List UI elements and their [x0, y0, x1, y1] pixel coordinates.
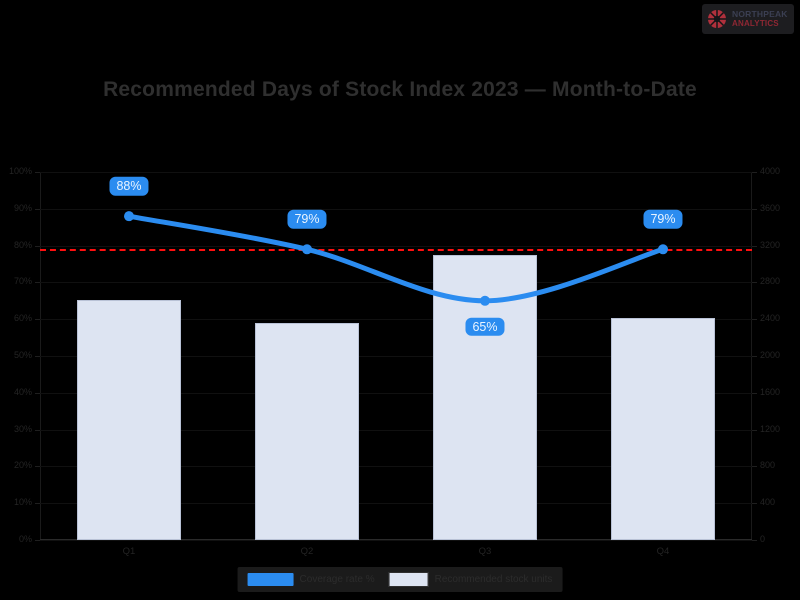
x-tick-label: Q1	[122, 546, 136, 557]
axis-tick	[752, 172, 757, 173]
chart-legend: Coverage rate % Recommended stock units	[237, 567, 563, 592]
axis-tick	[35, 540, 40, 541]
gridline	[40, 172, 752, 173]
legend-item-bar[interactable]: Recommended stock units	[388, 572, 553, 587]
gridline	[40, 540, 752, 541]
y-tick-label-right: 3200	[760, 239, 781, 250]
y-tick-label-right: 4000	[760, 166, 781, 176]
y-tick-label-right: 2400	[760, 313, 781, 324]
axis-tick	[752, 245, 757, 247]
y-tick-label-right: 1200	[760, 423, 781, 434]
axis-tick	[35, 429, 40, 431]
y-tick-label-left: 90%	[13, 202, 32, 213]
y-tick-label-right: 2800	[760, 276, 781, 287]
x-tick-label: Q3	[478, 546, 492, 557]
gridline	[40, 208, 752, 210]
y-tick-label-right: 1600	[760, 386, 781, 397]
gridline	[40, 503, 752, 505]
y-tick-label-left: 50%	[13, 350, 32, 360]
axis-tick	[752, 429, 757, 431]
gridline	[40, 392, 752, 394]
axis-tick	[35, 466, 40, 468]
bar[interactable]	[611, 317, 715, 540]
data-label: 88%	[109, 176, 149, 196]
x-tick-label: Q2	[300, 546, 314, 557]
axis-tick	[752, 392, 757, 394]
axis-tick	[752, 208, 757, 210]
bar[interactable]	[255, 323, 359, 540]
y-tick-label-left: 100%	[8, 166, 32, 176]
logo-line-2: ANALYTICS	[732, 19, 779, 29]
axis-tick	[752, 356, 757, 357]
chart-title: Recommended Days of Stock Index 2023 — M…	[103, 78, 697, 101]
legend-label-bar: Recommended stock units	[434, 574, 553, 585]
y-tick-label-left: 20%	[13, 460, 32, 471]
logo-line-1: NORTHPEAK	[732, 8, 788, 19]
y-tick-label-right: 800	[760, 460, 776, 471]
data-point-marker[interactable]	[124, 211, 134, 222]
data-point-marker[interactable]	[480, 295, 490, 306]
axis-tick	[35, 245, 40, 247]
data-point-marker[interactable]	[302, 244, 312, 255]
axis-tick	[752, 282, 757, 284]
axis-tick	[35, 392, 40, 394]
y-tick-label-left: 0%	[18, 534, 32, 544]
gridline	[40, 356, 752, 357]
axis-tick	[35, 356, 40, 357]
y-tick-label-right: 400	[760, 497, 776, 508]
y-tick-label-left: 70%	[13, 276, 32, 287]
data-label: 79%	[643, 210, 683, 229]
axis-tick	[752, 319, 757, 321]
axis-tick	[752, 503, 757, 505]
line-series	[124, 211, 668, 306]
y-tick-label-right: 0	[760, 534, 766, 544]
data-label: 79%	[287, 210, 327, 229]
axis-tick	[35, 172, 40, 173]
data-label: 65%	[465, 317, 505, 337]
x-axis	[40, 539, 752, 540]
logo-circle-icon	[706, 8, 728, 30]
axis-tick	[35, 208, 40, 210]
axis-tick	[35, 282, 40, 284]
threshold-line	[40, 249, 752, 252]
logo-wordmark: NORTHPEAK ANALYTICS	[732, 10, 788, 29]
y-tick-label-left: 10%	[13, 497, 32, 508]
gridline	[40, 429, 752, 431]
gridline	[40, 466, 752, 468]
legend-item-line[interactable]: Coverage rate %	[247, 573, 375, 586]
y-tick-label-right: 2000	[760, 350, 781, 360]
x-tick-label: Q4	[656, 546, 670, 557]
y-tick-label-left: 80%	[13, 239, 32, 250]
axis-tick	[752, 466, 757, 468]
data-point-marker[interactable]	[658, 244, 668, 255]
brand-logo: NORTHPEAK ANALYTICS	[702, 4, 794, 34]
legend-swatch-bar-icon	[388, 572, 429, 587]
axis-tick	[35, 319, 40, 321]
bar[interactable]	[77, 299, 181, 540]
gridline	[40, 319, 752, 321]
y-tick-label-left: 60%	[13, 313, 32, 324]
y-tick-label-right: 3600	[760, 202, 781, 213]
legend-swatch-line-icon	[247, 573, 294, 586]
gridline	[40, 245, 752, 247]
legend-label-line: Coverage rate %	[299, 574, 375, 585]
y-tick-label-left: 40%	[13, 386, 32, 397]
y-tick-label-left: 30%	[13, 423, 32, 434]
axis-tick	[752, 540, 757, 541]
axis-tick	[35, 503, 40, 505]
